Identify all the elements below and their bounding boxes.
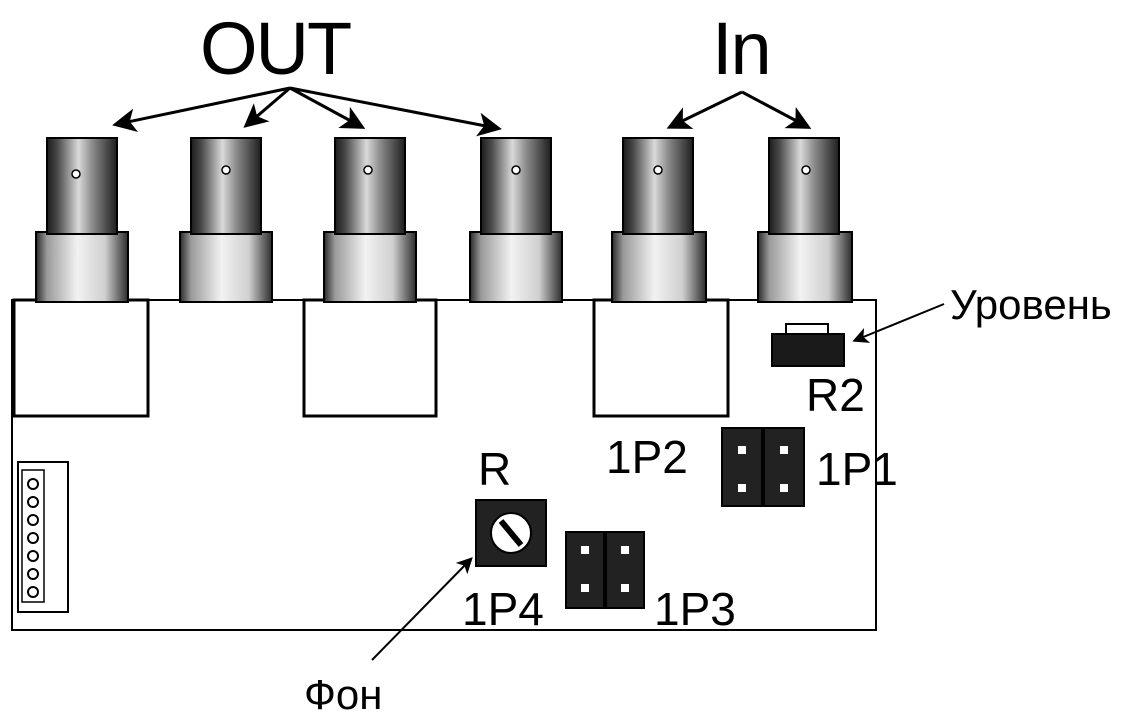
- bnc-connector-out-4: [469, 137, 563, 303]
- background-label: Фон: [304, 671, 383, 718]
- bnc-connector-out-2: [179, 137, 273, 303]
- p3-label: 1P3: [654, 583, 736, 635]
- bnc-connector-in-2: [757, 137, 853, 303]
- out-arrows: [112, 86, 502, 137]
- in-label: In: [712, 7, 772, 90]
- jumper-1p1-1p2: [721, 427, 805, 507]
- p4-label: 1P4: [462, 583, 544, 635]
- in-arrows: [666, 90, 812, 129]
- pin-header: [17, 461, 69, 613]
- connector-base-1: [12, 298, 150, 418]
- p1-label: 1P1: [816, 443, 898, 495]
- background-trimmer-r: [475, 499, 547, 567]
- connector-base-5: [592, 298, 730, 418]
- jumper-1p3-1p4: [565, 531, 645, 609]
- bnc-connector-out-3: [323, 137, 417, 303]
- level-pointer-arrow: [852, 303, 945, 343]
- bnc-connector-in-1: [611, 137, 707, 303]
- connector-base-3: [302, 298, 438, 418]
- level-trimmer-r2: [771, 323, 845, 367]
- p2-label: 1P2: [606, 431, 688, 483]
- r-label: R: [478, 443, 512, 495]
- out-label: OUT: [200, 7, 352, 90]
- bnc-connector-out-1: [35, 137, 129, 303]
- r2-label: R2: [806, 369, 865, 421]
- level-label: Уровень: [950, 281, 1112, 328]
- background-pointer-arrow: [371, 557, 473, 661]
